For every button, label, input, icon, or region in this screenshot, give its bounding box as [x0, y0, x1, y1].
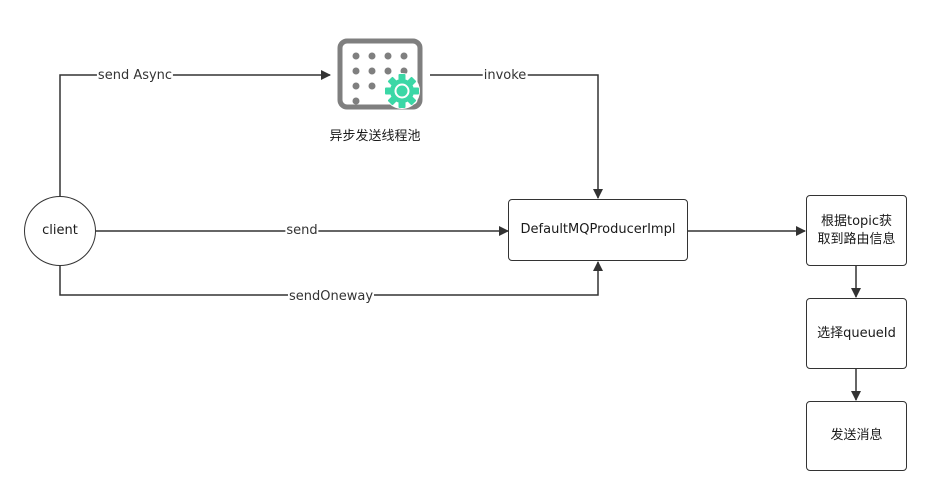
client-label: client [42, 223, 78, 238]
gear-icon [384, 73, 420, 109]
edge-label-send-oneway: sendOneway [287, 289, 375, 305]
edge-label-send-async: send Async [96, 68, 174, 84]
client-node: client [24, 196, 96, 266]
route-info-label: 根据topic获取到路由信息 [817, 213, 896, 247]
thread-pool-caption: 异步发送线程池 [329, 129, 421, 144]
edge-label-send: send [285, 223, 319, 239]
producer-impl-node: DefaultMQProducerImpl [508, 199, 688, 261]
edge-send-async [59, 70, 331, 196]
select-queue-label: 选择queueId [817, 325, 896, 341]
edge-label-invoke: invoke [482, 68, 528, 84]
thread-pool-grid-icon [337, 38, 423, 110]
select-queue-node: 选择queueId [806, 298, 907, 369]
send-message-label: 发送消息 [830, 428, 883, 443]
producer-impl-label: DefaultMQProducerImpl [520, 222, 676, 237]
edge-invoke [430, 74, 603, 199]
route-info-node: 根据topic获取到路由信息 [806, 195, 907, 266]
send-message-node: 发送消息 [806, 401, 907, 471]
